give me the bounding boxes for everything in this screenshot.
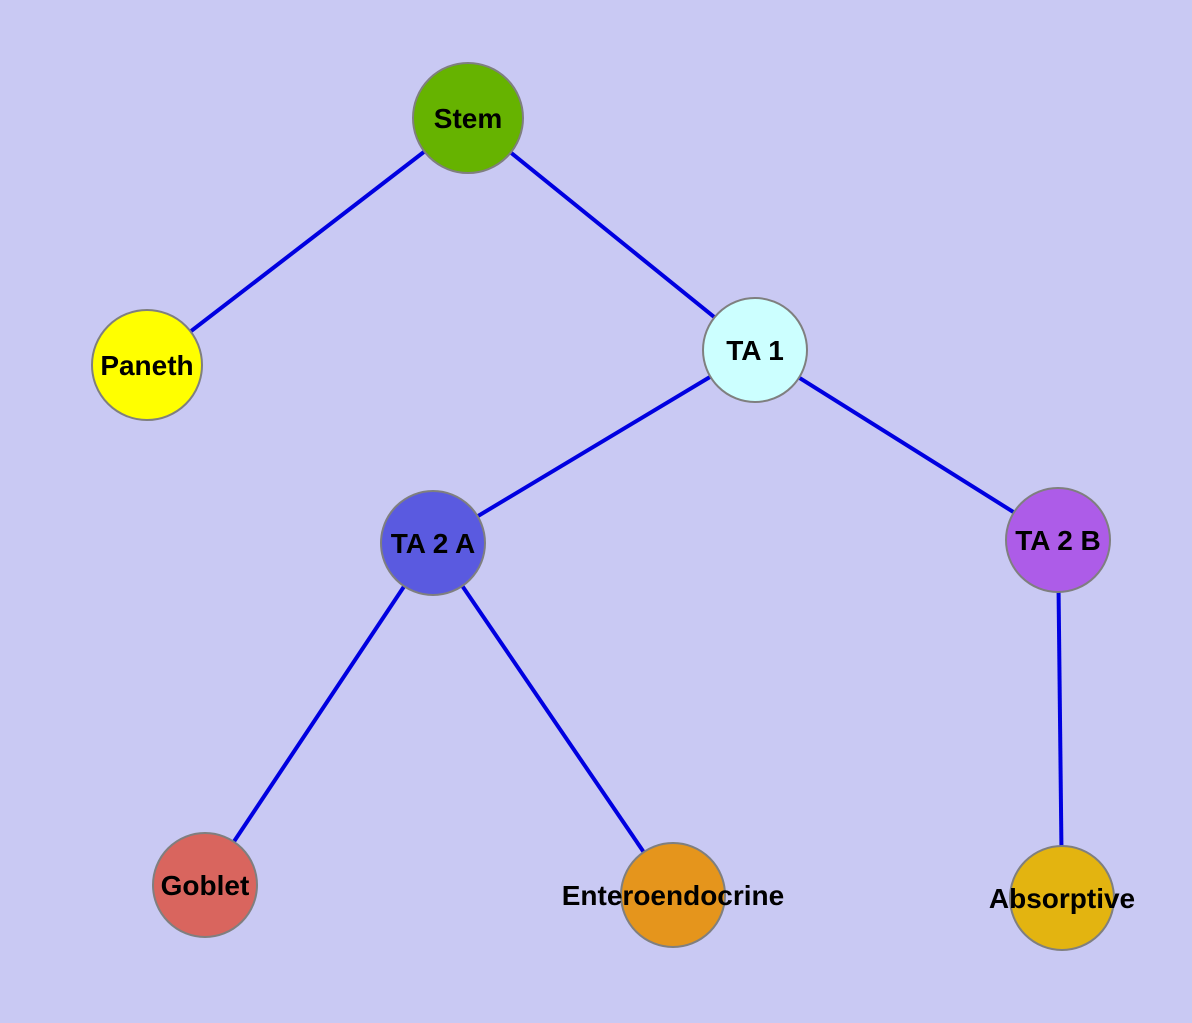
- node-paneth: Paneth: [91, 309, 203, 421]
- node-circle-ta2a: [380, 490, 486, 596]
- node-label-ta2b: TA 2 B: [1015, 525, 1101, 556]
- node-label-goblet: Goblet: [161, 870, 250, 901]
- edge-stem-ta1: [466, 116, 757, 352]
- node-circle-absorptive: [1009, 845, 1115, 951]
- node-label-ta1: TA 1: [726, 335, 784, 366]
- node-label-stem: Stem: [434, 103, 502, 134]
- edge-ta2a-goblet: [203, 541, 435, 887]
- node-label-ta2a: TA 2 A: [391, 528, 476, 559]
- node-label-paneth: Paneth: [100, 350, 193, 381]
- node-circle-ta1: [702, 297, 808, 403]
- edge-ta1-ta2a: [431, 348, 757, 545]
- node-circle-goblet: [152, 832, 258, 938]
- node-ta1: TA 1: [702, 297, 808, 403]
- node-ta2a: TA 2 A: [380, 490, 486, 596]
- node-circle-paneth: [91, 309, 203, 421]
- node-ta2b: TA 2 B: [1005, 487, 1111, 593]
- edge-layer: [145, 116, 1064, 899]
- node-goblet: Goblet: [152, 832, 258, 938]
- node-circle-stem: [412, 62, 524, 174]
- edge-ta2a-enteroendocrine: [431, 541, 675, 897]
- node-absorptive: Absorptive: [989, 845, 1135, 951]
- node-circle-enteroendocrine: [620, 842, 726, 948]
- node-stem: Stem: [412, 62, 524, 174]
- node-circle-ta2b: [1005, 487, 1111, 593]
- node-label-enteroendocrine: Enteroendocrine: [562, 880, 784, 911]
- edge-ta2b-absorptive: [1056, 539, 1064, 899]
- edge-stem-paneth: [145, 116, 470, 367]
- edge-ta1-ta2b: [753, 348, 1060, 542]
- node-enteroendocrine: Enteroendocrine: [562, 842, 784, 948]
- node-label-absorptive: Absorptive: [989, 883, 1135, 914]
